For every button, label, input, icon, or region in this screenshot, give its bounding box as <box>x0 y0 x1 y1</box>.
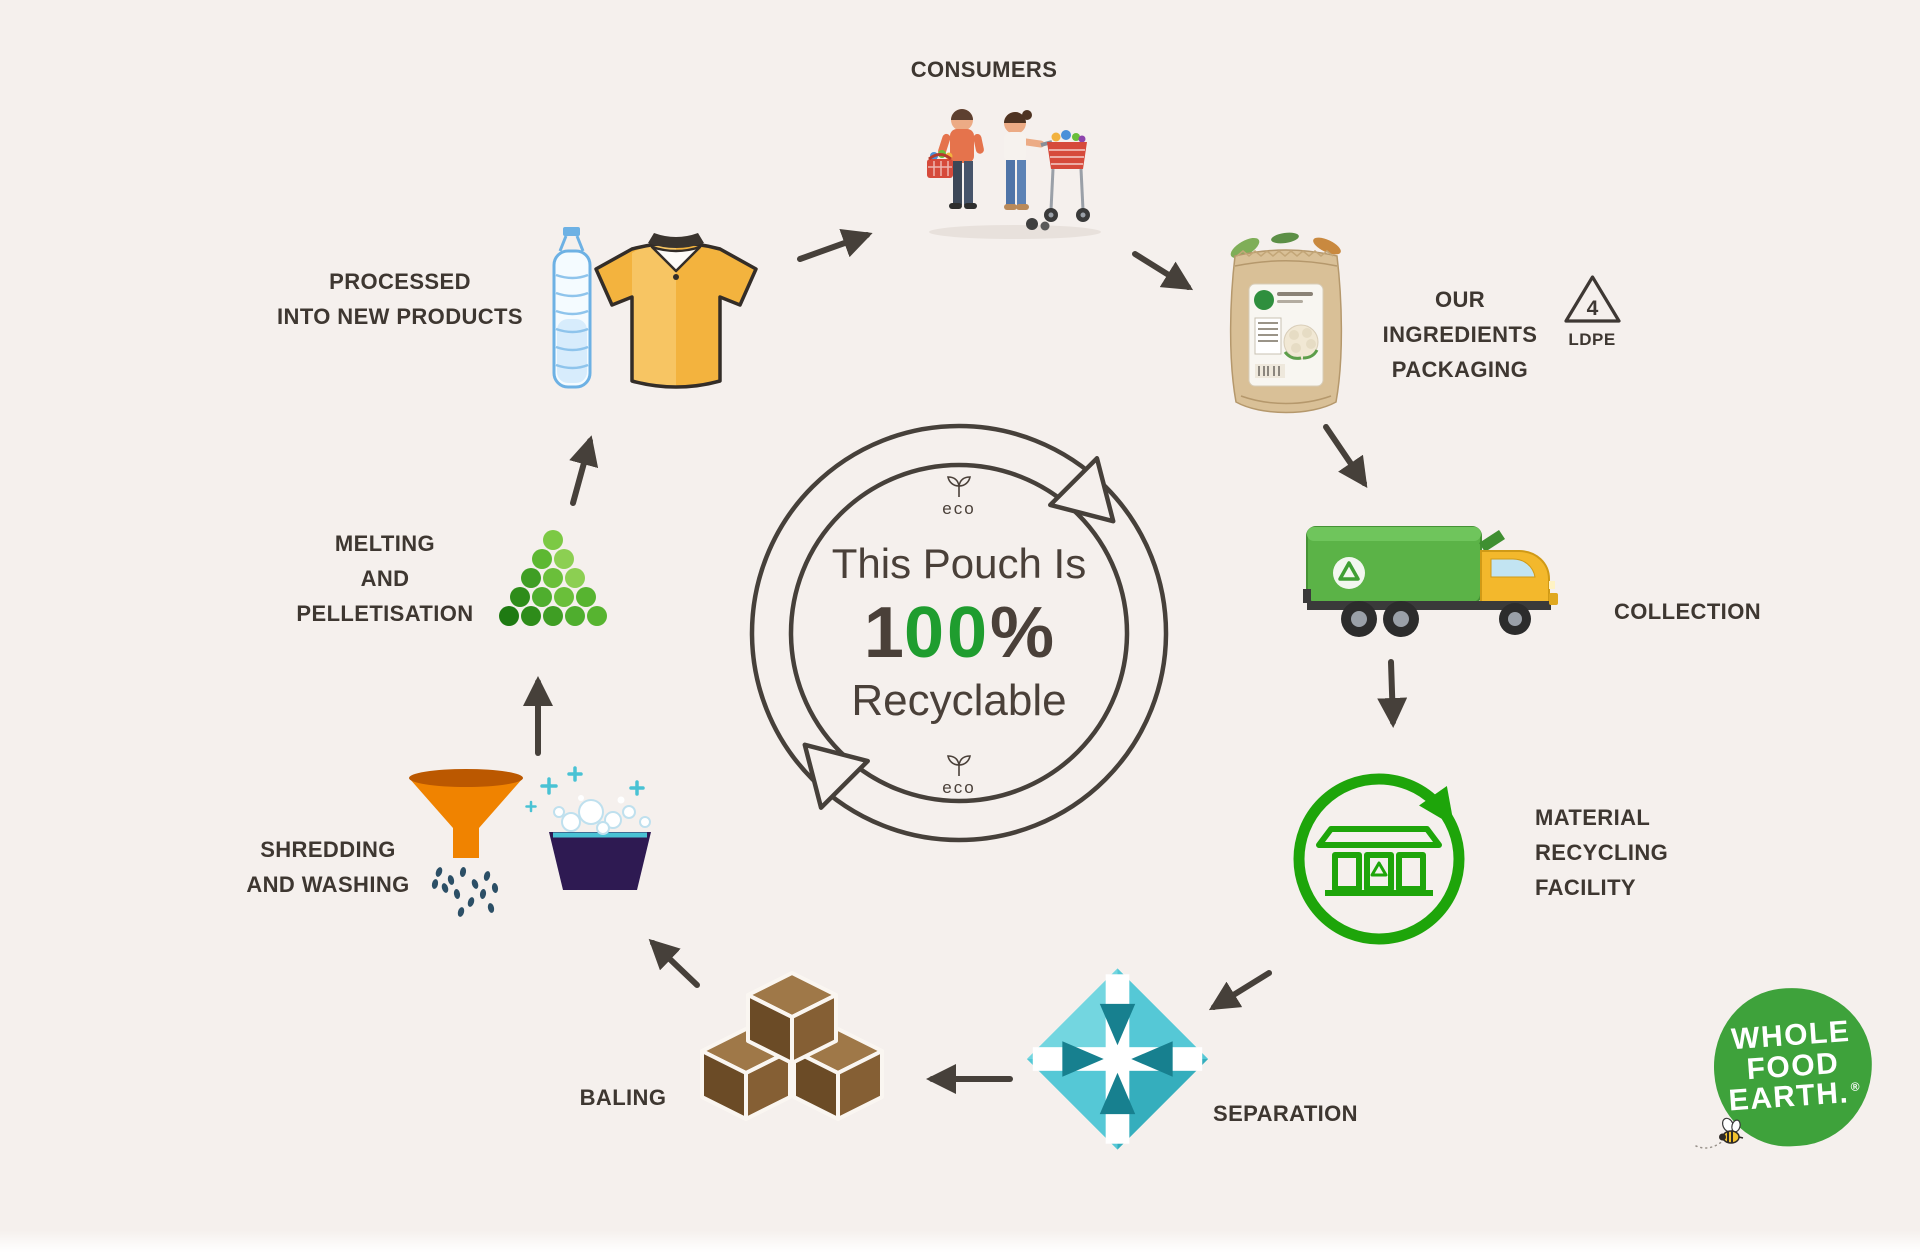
arrow-melting-to-processed <box>569 435 599 506</box>
ldpe-number: 4 <box>1586 297 1598 320</box>
stage-label-line: MELTING <box>334 531 436 556</box>
stage-label-mrf: MATERIAL RECYCLING FACILITY <box>1535 800 1755 906</box>
arrow-mrf-to-separation <box>1208 970 1272 1011</box>
stage-label-line: AND <box>360 566 410 592</box>
recycling-triangle-icon: 4 <box>1563 275 1621 323</box>
eco-sprout-icon <box>947 755 971 776</box>
stage-label-baling: BALING <box>579 1085 667 1110</box>
recycling-facility-icon <box>1293 773 1465 945</box>
arrow-collection-to-mrf <box>1377 659 1408 728</box>
collection-truck-icon <box>1303 526 1558 637</box>
pct-zeros: 00 <box>903 593 991 673</box>
stage-label-collection: COLLECTION <box>1614 599 1761 624</box>
bee-icon <box>1695 1117 1744 1149</box>
stage-label-line: OUR INGREDIENTS <box>1382 287 1538 348</box>
eco-sprout-icon <box>947 476 971 497</box>
arrow-processed-to-consumers <box>797 228 873 262</box>
stage-label-packaging: OUR INGREDIENTS PACKAGING <box>1360 282 1560 388</box>
ldpe-label: LDPE <box>1568 330 1616 349</box>
registered-mark: ® <box>1850 1079 1862 1095</box>
eco-badge-top: eco <box>746 476 1172 519</box>
center-text: This Pouch Is 100% Recyclable <box>746 420 1172 846</box>
pct-suffix: % <box>990 593 1055 673</box>
new-products-icon <box>552 227 758 389</box>
brand-logo-earth: EARTH. <box>1727 1076 1851 1118</box>
stage-label-shredding: SHREDDING AND WASHING <box>188 832 468 902</box>
center-line-3: Recyclable <box>851 676 1067 725</box>
eco-label: eco <box>942 778 976 797</box>
bottom-fade <box>0 1230 1920 1252</box>
stage-label-separation: SEPARATION <box>1213 1101 1358 1126</box>
separation-icon <box>1026 968 1209 1150</box>
center-cycle: eco This Pouch Is 100% Recyclable eco <box>746 420 1172 846</box>
pct-prefix: 1 <box>863 593 904 673</box>
consumers-icon <box>927 109 1101 239</box>
eco-badge-bottom: eco <box>746 755 1172 798</box>
stage-label-processed: PROCESSED INTO NEW PRODUCTS <box>240 264 560 334</box>
stage-label-line: FACILITY <box>1535 875 1636 901</box>
stage-label-line: MATERIAL <box>1535 805 1651 830</box>
pouch-icon <box>1229 232 1343 414</box>
stage-label-line: PROCESSED <box>329 269 471 294</box>
brand-logo-line: EARTH.® <box>1727 1076 1863 1118</box>
stage-label-line: PELLETISATION <box>296 601 474 627</box>
center-line-1: This Pouch Is <box>831 540 1087 587</box>
stage-label-melting: MELTING AND PELLETISATION <box>260 526 510 632</box>
center-percentage: 100% <box>864 592 1054 674</box>
arrow-packaging-to-collection <box>1323 424 1368 488</box>
stage-label-consumers: CONSUMERS <box>910 57 1058 82</box>
eco-label: eco <box>942 499 976 518</box>
stage-label-line: INTO NEW PRODUCTS <box>277 304 523 330</box>
ldpe-badge: 4 LDPE <box>1552 272 1632 350</box>
brand-logo: WHOLE FOOD EARTH.® <box>1695 982 1878 1158</box>
cycle-ring-icon <box>749 423 1169 843</box>
stage-label-line: SHREDDING <box>260 837 396 862</box>
pellets-icon <box>499 530 607 626</box>
stage-label-line: PACKAGING <box>1391 357 1529 383</box>
shredding-washing-icon <box>409 766 651 917</box>
bales-icon <box>700 971 884 1121</box>
stage-label-line: AND WASHING <box>246 872 410 898</box>
stage-label-line: RECYCLING <box>1535 840 1669 866</box>
arrow-consumers-to-packaging <box>1132 251 1194 291</box>
